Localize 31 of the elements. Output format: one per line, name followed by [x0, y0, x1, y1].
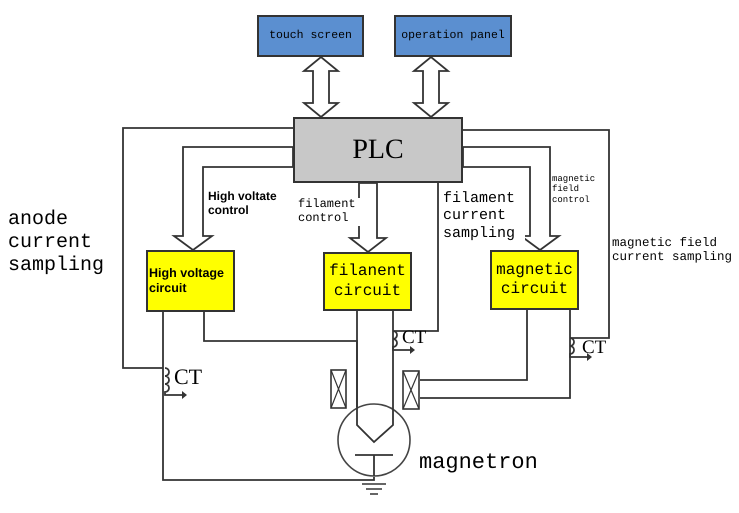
edge-label: filament current sampling — [443, 190, 525, 242]
device-box — [394, 15, 512, 57]
node-label: CT — [174, 366, 202, 388]
node-label: magnetic circuit — [495, 260, 574, 300]
node-label: CT — [402, 328, 426, 347]
node-label: High voltage circuit — [148, 266, 226, 296]
hollow-arrow — [171, 146, 294, 252]
node-label: PLC — [351, 133, 405, 167]
edge-label: filament control — [298, 198, 360, 226]
wire — [420, 310, 528, 381]
device-box — [257, 15, 364, 57]
hollow-arrow — [462, 146, 562, 252]
circuit-box — [323, 252, 412, 311]
node-label: filanent circuit — [328, 262, 407, 301]
wire — [463, 129, 610, 339]
node-label: touch screen — [268, 29, 353, 43]
wire — [122, 127, 293, 369]
node-caption: magnetron — [419, 452, 538, 474]
hollow-arrow — [302, 56, 340, 118]
node-label: operation panel — [400, 29, 506, 43]
wire — [356, 311, 358, 407]
edge-label: magnetic field control — [552, 174, 596, 206]
hollow-arrow — [347, 182, 389, 254]
circuit-box — [490, 250, 579, 310]
wire — [420, 310, 571, 399]
controller-box — [293, 117, 463, 183]
wire — [162, 312, 375, 481]
node-label: CT — [582, 338, 606, 357]
wire — [393, 183, 439, 332]
hollow-arrow — [412, 56, 450, 118]
circuit-box — [146, 250, 235, 312]
